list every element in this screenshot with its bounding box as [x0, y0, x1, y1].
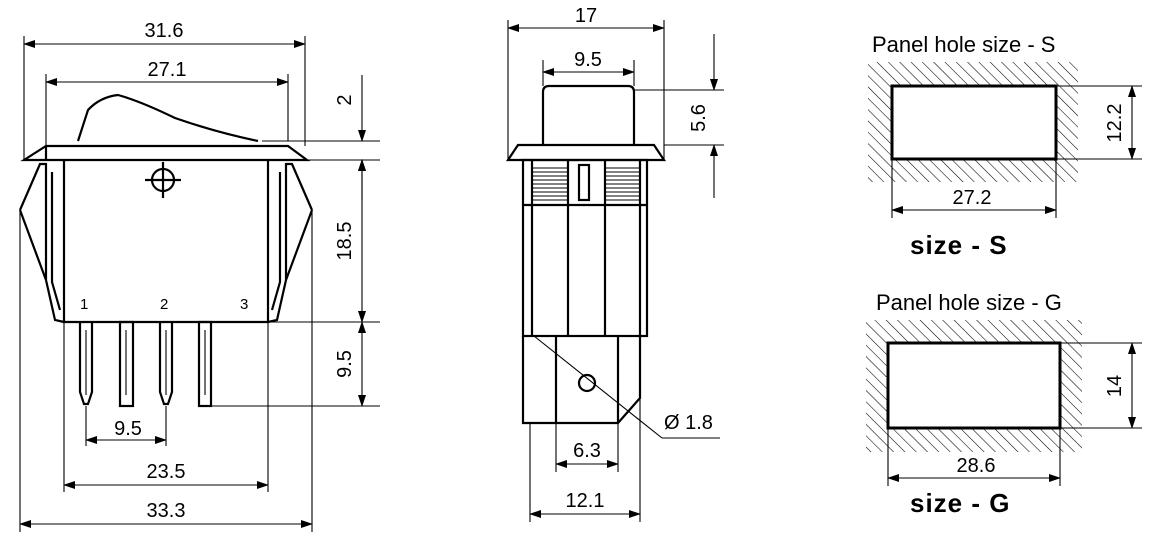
- dim-body-height: 18.5: [334, 222, 356, 261]
- terminal-4: [197, 320, 213, 408]
- terminal-2: [118, 320, 135, 408]
- side-view: 17 9.5 5.6 6.3 12.1 Ø 1.8: [505, 5, 724, 522]
- panel-g-cutout: [886, 341, 1062, 430]
- panel-g-label: size - G: [910, 488, 1010, 518]
- panel-g-width: 28.6: [957, 455, 996, 477]
- panel-s-title: Panel hole size - S: [872, 32, 1055, 57]
- panel-hole-g: Panel hole size - G 14 28.6 size - G: [866, 290, 1142, 518]
- panel-s-width: 27.2: [953, 187, 992, 209]
- side-rocker: [541, 84, 636, 145]
- left-clip: [18, 162, 65, 324]
- panel-g-title: Panel hole size - G: [876, 290, 1062, 315]
- dim-body-width: 23.5: [147, 461, 186, 483]
- dim-side-width: 17: [575, 5, 597, 27]
- dim-side-rocker-height: 5.6: [688, 104, 710, 132]
- terminal-hole: [577, 373, 597, 393]
- rocker-outline: [76, 93, 259, 143]
- pin-label-3: 3: [240, 296, 248, 313]
- dim-tab-width: 6.3: [573, 440, 601, 462]
- pin-label-1: 1: [80, 296, 88, 313]
- dim-side-rocker-width: 9.5: [574, 49, 602, 71]
- dim-overall-top: 31.6: [145, 20, 184, 42]
- pin-label-2: 2: [160, 296, 168, 313]
- panel-s-height: 12.2: [1104, 104, 1126, 143]
- dim-hole-diameter: Ø 1.8: [664, 412, 713, 434]
- side-flange: [505, 143, 667, 162]
- terminal-3: [158, 322, 174, 406]
- dim-terminal-pitch: 9.5: [114, 418, 142, 440]
- dim-terminal-length: 9.5: [334, 350, 356, 378]
- side-terminal-tab: [521, 336, 642, 425]
- body-outline: [62, 160, 270, 324]
- terminal-1: [78, 322, 94, 406]
- dim-base-width: 12.1: [566, 490, 605, 512]
- dim-overall-bottom: 33.3: [147, 500, 186, 522]
- panel-s-cutout: [890, 84, 1058, 161]
- front-view: 1 2 3: [18, 20, 380, 532]
- dim-rocker-width: 27.1: [148, 59, 187, 81]
- panel-g-height: 14: [1104, 375, 1126, 397]
- panel-hole-s: Panel hole size - S 12.2 27.2 size - S: [868, 32, 1142, 260]
- panel-s-label: size - S: [910, 230, 1008, 260]
- side-body: [521, 158, 649, 338]
- right-clip: [267, 162, 314, 324]
- flange-outline: [20, 144, 311, 162]
- dim-flange: 2: [334, 94, 356, 105]
